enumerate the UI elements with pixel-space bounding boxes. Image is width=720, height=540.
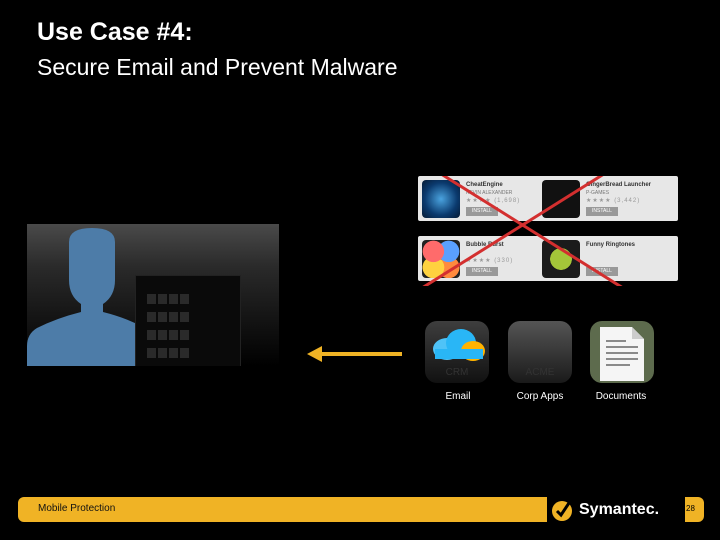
app-card: GingerBread Launcher P-GAMES ★★★★ (3,442… bbox=[538, 176, 678, 221]
app-name: CheatEngine bbox=[466, 182, 503, 188]
install-button[interactable]: INSTALL bbox=[466, 267, 498, 276]
rating-count: (3,442) bbox=[614, 198, 641, 204]
email-app-tile[interactable]: CRM bbox=[425, 321, 489, 383]
corp-apps-tile[interactable]: ACME bbox=[508, 321, 572, 383]
app-icon bbox=[422, 180, 460, 218]
document-icon bbox=[600, 327, 644, 381]
app-icon bbox=[542, 180, 580, 218]
slide-subtitle: Secure Email and Prevent Malware bbox=[37, 54, 398, 80]
app-author: KEVIN ALEXANDER bbox=[466, 190, 513, 196]
documents-tile[interactable] bbox=[590, 321, 654, 383]
cloud-icon bbox=[433, 329, 485, 361]
app-author: P-GAMES bbox=[586, 190, 610, 196]
app-icon bbox=[422, 240, 460, 278]
blocked-cross-icon bbox=[422, 176, 623, 286]
app-card: CheatEngine KEVIN ALEXANDER ★★★★ (1,698)… bbox=[418, 176, 558, 221]
phone-icon bbox=[135, 275, 241, 366]
tile-label: ACME bbox=[525, 367, 555, 378]
slide-title: Use Case #4: bbox=[37, 18, 193, 46]
footer-section: Mobile Protection bbox=[38, 503, 116, 514]
documents-caption: Documents bbox=[595, 391, 647, 402]
rating-count: (1,698) bbox=[494, 198, 521, 204]
user-device-panel bbox=[27, 224, 279, 366]
star-rating: ★★★★ (3,442) bbox=[586, 198, 641, 204]
rating-count: (330) bbox=[494, 258, 514, 264]
star-rating: ★★★★ (330) bbox=[466, 258, 514, 264]
app-name: Bubble Burst bbox=[466, 242, 504, 248]
app-card: Funny Ringtones INSTALL bbox=[538, 236, 678, 281]
app-name: GingerBread Launcher bbox=[586, 182, 652, 188]
footer-bar: Mobile Protection Symantec. 28 bbox=[18, 497, 704, 522]
star-rating: ★★★★ (1,698) bbox=[466, 198, 521, 204]
corp-apps-caption: Corp Apps bbox=[516, 391, 564, 402]
tile-label: CRM bbox=[445, 367, 469, 378]
android-icon bbox=[542, 240, 580, 278]
malware-app-store: CheatEngine KEVIN ALEXANDER ★★★★ (1,698)… bbox=[418, 176, 711, 286]
install-button[interactable]: INSTALL bbox=[466, 207, 498, 216]
person-icon bbox=[27, 228, 153, 366]
brand-name: Symantec. bbox=[579, 501, 660, 518]
install-button[interactable]: INSTALL bbox=[586, 267, 618, 276]
page-number: 28 bbox=[686, 504, 695, 513]
app-card: Bubble Burst ★★★★ (330) INSTALL bbox=[418, 236, 558, 281]
app-name: Funny Ringtones bbox=[586, 242, 635, 248]
symantec-logo: Symantec. bbox=[547, 497, 685, 522]
email-caption: Email bbox=[445, 391, 471, 402]
install-button[interactable]: INSTALL bbox=[586, 207, 618, 216]
symantec-check-icon bbox=[552, 501, 572, 521]
